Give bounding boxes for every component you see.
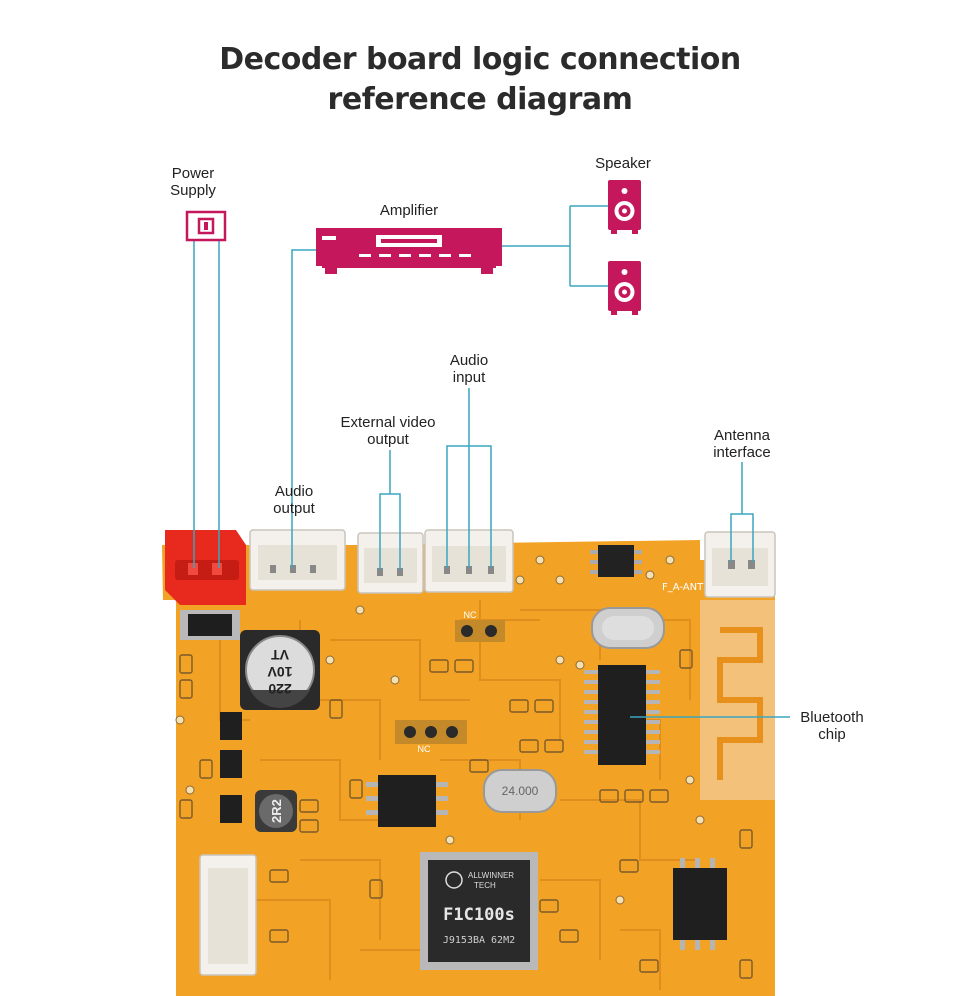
inductor: 2R2 [255, 790, 297, 832]
bluetooth-chip [584, 665, 660, 765]
label-bluetooth-line-2: chip [818, 726, 846, 743]
title-line-1: Decoder board logic connection [219, 42, 741, 77]
capacitor-line-1: 220 [268, 681, 292, 697]
label-antenna-line-1: Antenna [714, 427, 770, 444]
label-bluetooth-chip: Bluetooth chip [782, 709, 882, 743]
bluetooth-antenna-area [700, 600, 775, 800]
wire-video-pins [379, 493, 401, 570]
pcb-pads [179, 649, 753, 979]
label-video-line-1: External video [340, 414, 436, 431]
nc-header-2: NC [395, 720, 467, 754]
label-audio-output-line-1: Audio [274, 483, 314, 500]
label-antenna-line-2: interface [713, 444, 771, 461]
wire-audio-output [291, 249, 316, 568]
label-power-supply-line-2: Supply [170, 182, 216, 199]
soc-brand-2: TECH [474, 881, 496, 890]
capacitor-line-2: 10V [267, 664, 293, 680]
connection-wires [193, 205, 790, 718]
label-antenna-interface: Antenna interface [692, 427, 792, 461]
wire-antenna-pins [730, 513, 754, 562]
nc-header-1: NC [455, 610, 505, 642]
main-soc-chip: ALLWINNER TECH F1C100s J9153BA 62M2 [420, 852, 538, 970]
page-title: Decoder board logic connection reference… [0, 40, 960, 120]
speaker-icon-2 [608, 261, 641, 315]
soc-brand: ALLWINNER [468, 871, 514, 880]
label-audio-output-line-2: output [273, 500, 315, 517]
crystal-top [591, 607, 665, 649]
label-speaker: Speaker [595, 155, 651, 172]
title-line-2: reference diagram [327, 82, 633, 117]
capacitor-line-3: VT [271, 647, 289, 663]
small-ic-top [590, 545, 642, 577]
nc-label-1: NC [464, 610, 477, 620]
crystal-marking: 24.000 [502, 784, 539, 798]
label-audio-input-line-1: Audio [449, 352, 489, 369]
label-power-supply: Power Supply [143, 165, 243, 199]
antenna-marking: F_A-ANT [662, 582, 704, 593]
bottom-left-connector [199, 854, 257, 976]
label-external-video-output: External video output [318, 414, 458, 448]
power-supply-icon [185, 210, 227, 242]
power-connector [165, 530, 246, 605]
label-audio-input-line-2: input [452, 369, 486, 386]
audio-output-connector [249, 529, 346, 591]
ic-middle [366, 775, 448, 827]
label-video-line-2: output [367, 431, 409, 448]
label-audio-input: Audio input [419, 352, 519, 386]
label-power-supply-line-1: Power [171, 165, 215, 182]
electrolytic-capacitor: 220 10V VT [240, 630, 320, 710]
speaker-icon-1 [608, 180, 641, 234]
video-output-connector [357, 532, 424, 594]
crystal-middle: 24.000 [483, 769, 557, 813]
transistors [220, 712, 242, 823]
label-amplifier: Amplifier [379, 202, 439, 219]
nc-label-2: NC [418, 744, 431, 754]
antenna-connector [704, 531, 776, 598]
soc-code: J9153BA 62M2 [443, 935, 515, 946]
diode [180, 610, 240, 640]
inductor-marking: 2R2 [269, 799, 284, 823]
label-audio-output: Audio output [244, 483, 344, 517]
label-bluetooth-line-1: Bluetooth [800, 709, 864, 726]
amplifier-icon [316, 228, 502, 274]
soc-model: F1C100s [443, 905, 515, 925]
small-ic-right [673, 858, 727, 950]
